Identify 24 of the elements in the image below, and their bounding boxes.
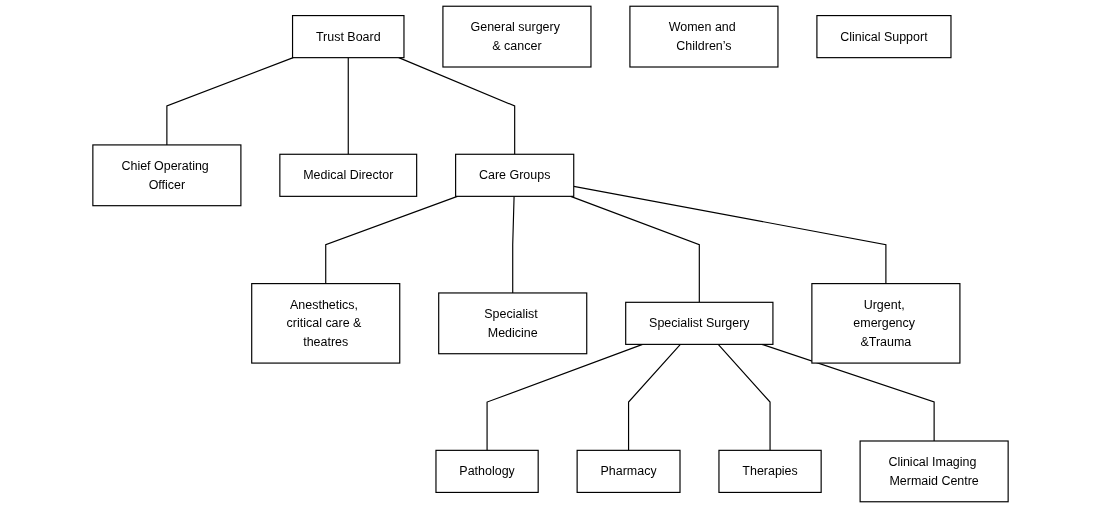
node-box: Specialist Medicine <box>438 292 588 355</box>
node-box: Anesthetics, critical care & theatres <box>251 283 401 364</box>
node-box: Therapies <box>718 449 822 493</box>
connector <box>570 195 700 303</box>
connector <box>347 57 349 155</box>
node-box: Specialist Surgery <box>625 301 774 345</box>
connector <box>628 343 681 451</box>
node-box: Urgent, emergency &Trauma <box>811 283 961 364</box>
connector <box>166 57 294 146</box>
connector <box>325 195 458 285</box>
connector <box>512 195 515 294</box>
node-box: Pathology <box>435 449 539 493</box>
connector <box>717 343 771 451</box>
connector <box>573 185 887 285</box>
node-box: General surgery & cancer <box>442 5 592 68</box>
node-box: Clinical Support <box>816 15 952 59</box>
node-box: Pharmacy <box>576 449 681 493</box>
connector <box>398 57 516 155</box>
node-box: Care Groups <box>455 153 575 197</box>
node-box: Medical Director <box>279 153 418 197</box>
node-box: Clinical Imaging Mermaid Centre <box>859 440 1009 503</box>
node-box: Trust Board <box>291 15 405 59</box>
node-box: Women and Children’s <box>629 5 779 68</box>
node-box: Chief Operating Officer <box>92 144 242 207</box>
